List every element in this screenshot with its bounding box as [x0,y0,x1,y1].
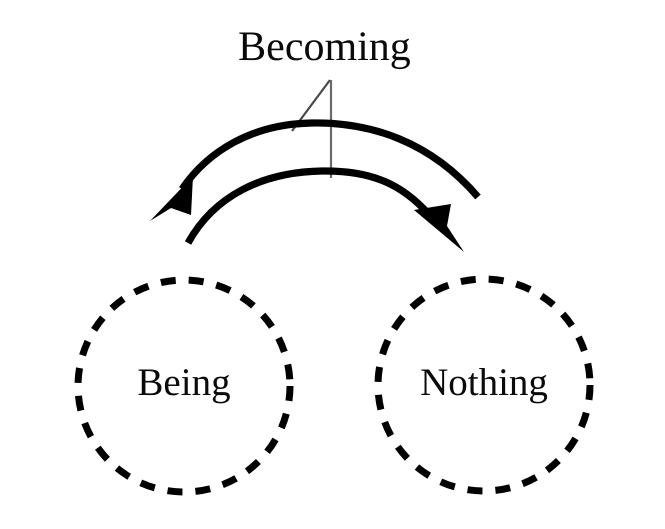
arrow-to-nothing [184,167,464,252]
arrow-to-being [150,119,481,221]
diagram-title-becoming: Becoming [238,24,411,70]
arrow-to-being-arc [179,119,481,200]
node-circle-nothing [374,275,594,495]
arrow-to-being-head [150,176,193,221]
node-label-nothing: Nothing [420,361,548,404]
arrow-to-nothing-arc [184,167,437,245]
node-label-being: Being [137,361,231,404]
leader-lines-group [291,79,333,178]
arrow-to-nothing-head [414,204,464,252]
node-circle-being [74,276,294,496]
